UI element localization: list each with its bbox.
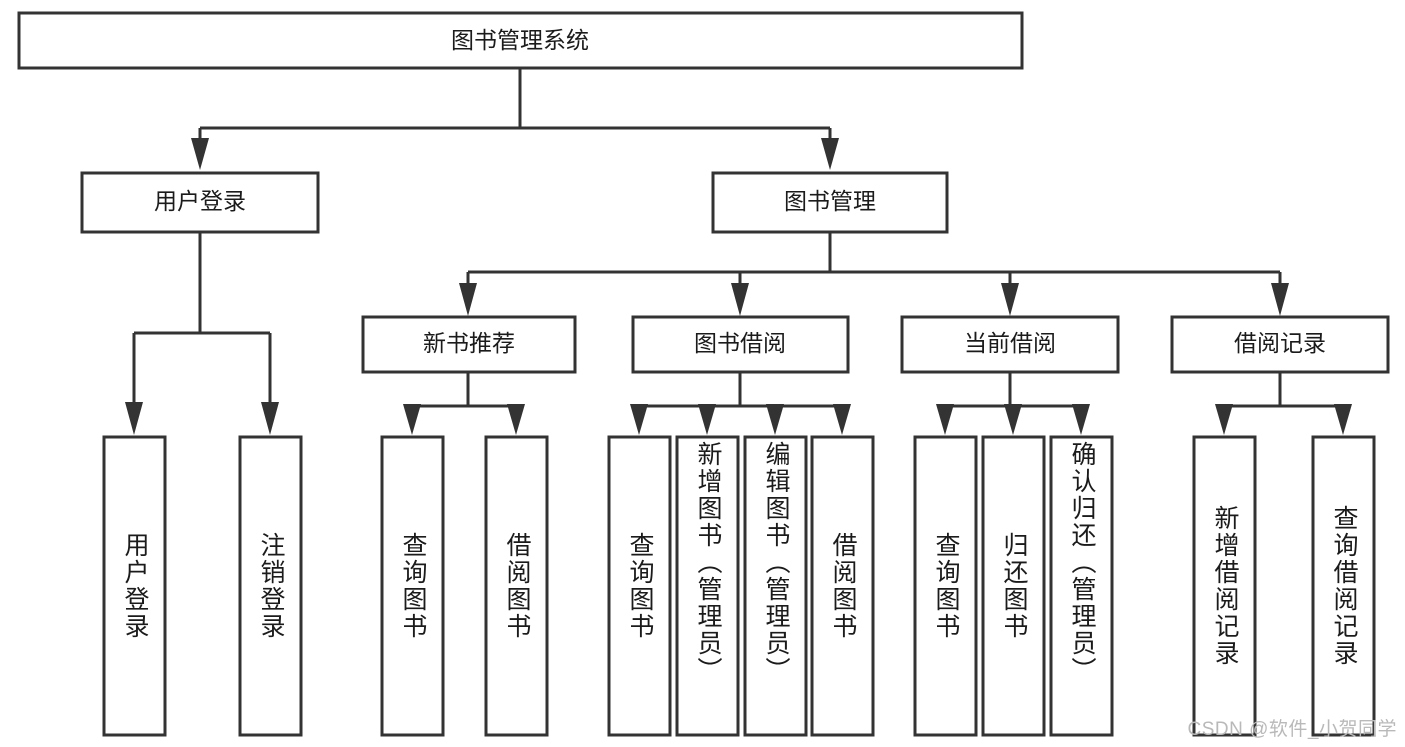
node-book-borrow[interactable]: 图书借阅 [631, 315, 850, 374]
leaf-box-return-book[interactable] [981, 435, 1046, 737]
arrow-head-icon [731, 283, 749, 316]
watermark-text: CSDN @软件_小贺同学 [1187, 719, 1397, 740]
leaf-box-confirm-return-admin[interactable] [1049, 435, 1114, 737]
arrow-head-icon [1215, 404, 1233, 435]
arrow-head-icon [403, 404, 421, 435]
node-root-box[interactable] [17, 11, 1024, 70]
arrow-head-icon [261, 402, 279, 435]
connector-currentborrow-to-leaves [936, 372, 1090, 435]
node-current-borrow-label: 当前借阅 [964, 330, 1056, 356]
arrow-head-icon [1271, 283, 1289, 316]
node-borrow-record-box[interactable] [1170, 315, 1390, 374]
node-new-book-rec[interactable]: 新书推荐 [361, 315, 577, 374]
leaf-box-add-borrow-record[interactable] [1192, 435, 1257, 737]
leaf-box-query-borrow-record[interactable] [1311, 435, 1376, 737]
connector-borrowrecord-to-leaves [1215, 372, 1352, 435]
node-book-manage-box[interactable] [711, 171, 949, 234]
node-current-borrow[interactable]: 当前借阅 [900, 315, 1120, 374]
arrow-head-icon [1334, 404, 1352, 435]
node-root[interactable]: 图书管理系统 [17, 11, 1024, 70]
leaf-box-query-book-rec[interactable] [380, 435, 445, 737]
leaf-boxes [102, 435, 1376, 737]
leaf-box-query-book-current[interactable] [913, 435, 978, 737]
arrow-head-icon [821, 138, 839, 170]
arrow-head-icon [936, 404, 954, 435]
arrow-head-icon [630, 404, 648, 435]
connector-userlogin-to-leaves [125, 233, 279, 435]
node-new-book-rec-label: 新书推荐 [423, 330, 515, 356]
node-root-label: 图书管理系统 [451, 27, 589, 53]
node-current-borrow-box[interactable] [900, 315, 1120, 374]
connector-root-to-level1 [191, 68, 839, 170]
node-book-manage[interactable]: 图书管理 [711, 171, 949, 234]
connector-newbookrec-to-leaves [403, 372, 525, 435]
arrow-head-icon [191, 138, 209, 170]
arrow-head-icon [1001, 283, 1019, 316]
node-user-login[interactable]: 用户登录 [80, 171, 320, 234]
leaf-box-query-book-borrow[interactable] [607, 435, 672, 737]
node-user-login-label: 用户登录 [154, 188, 246, 214]
arrow-head-icon [698, 404, 716, 435]
leaf-box-user-login[interactable] [102, 435, 167, 737]
node-book-borrow-box[interactable] [631, 315, 850, 374]
arrow-head-icon [459, 283, 477, 316]
connector-bookmanage-to-level2 [459, 232, 1289, 316]
node-new-book-rec-box[interactable] [361, 315, 577, 374]
node-borrow-record[interactable]: 借阅记录 [1170, 315, 1390, 374]
arrow-head-icon [1004, 404, 1022, 435]
arrow-head-icon [766, 404, 784, 435]
node-borrow-record-label: 借阅记录 [1234, 330, 1326, 356]
connector-bookborrow-to-leaves [630, 372, 851, 435]
leaf-box-edit-book-admin[interactable] [743, 435, 808, 737]
leaf-box-borrow-book-rec[interactable] [484, 435, 549, 737]
node-book-manage-label: 图书管理 [784, 188, 876, 214]
node-user-login-box[interactable] [80, 171, 320, 234]
node-book-borrow-label: 图书借阅 [694, 330, 786, 356]
leaf-box-add-book-admin[interactable] [675, 435, 740, 737]
leaf-box-borrow-book[interactable] [810, 435, 875, 737]
arrow-head-icon [833, 404, 851, 435]
leaf-box-logout-login[interactable] [238, 435, 303, 737]
arrow-head-icon [507, 404, 525, 435]
arrow-head-icon [1072, 404, 1090, 435]
arrow-head-icon [125, 402, 143, 435]
